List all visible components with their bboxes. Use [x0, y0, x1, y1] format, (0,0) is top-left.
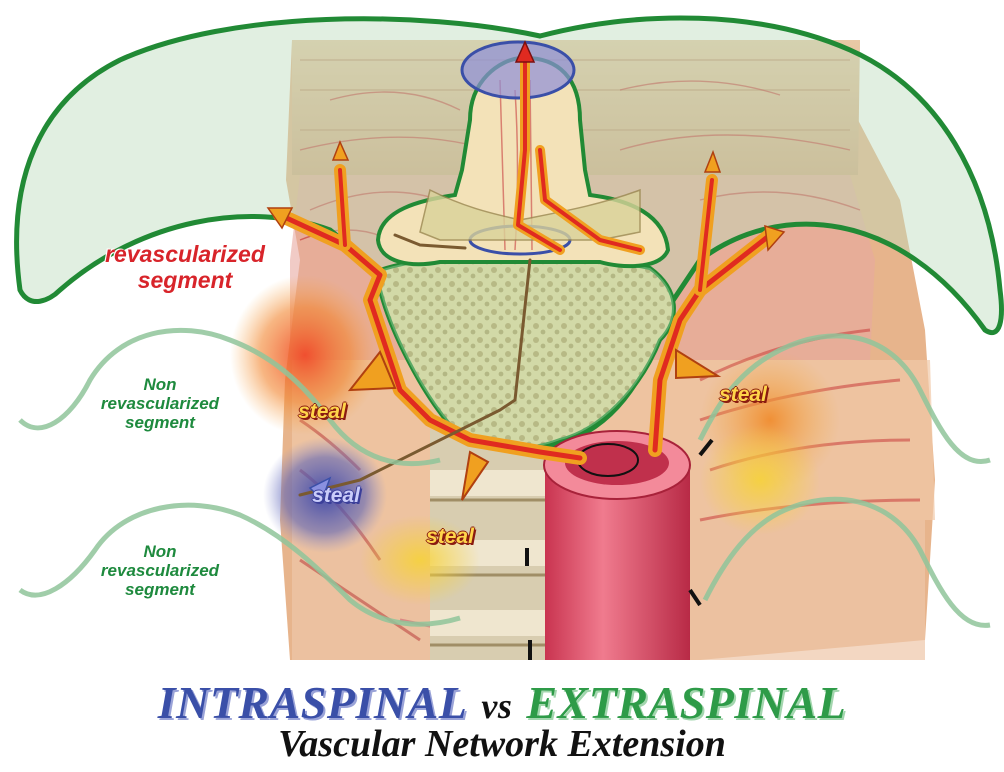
steal-label-right: steal	[703, 383, 783, 407]
revascularized-segment-label: revascularized segment	[60, 242, 310, 294]
label-line: segment	[60, 413, 260, 432]
label-line: segment	[60, 268, 310, 294]
non-revascularized-segment-label-1: Non revascularized segment	[60, 375, 260, 432]
steal-label-bottom: steal	[410, 525, 490, 549]
subtitle: Vascular Network Extension	[0, 722, 1004, 766]
steal-label-blue: steal	[296, 484, 376, 508]
dural-ring-top	[462, 42, 574, 98]
label-line: Non	[60, 375, 260, 394]
yellow-zone-right	[700, 425, 820, 535]
label-line: revascularized	[60, 394, 260, 413]
label-line: segment	[60, 580, 260, 599]
label-line: revascularized	[60, 561, 260, 580]
aorta	[544, 431, 690, 660]
label-line: Non	[60, 542, 260, 561]
steal-label-left: steal	[282, 400, 362, 424]
vs-text: vs	[481, 686, 512, 726]
non-revascularized-segment-label-2: Non revascularized segment	[60, 542, 260, 599]
extraspinal-title: EXTRASPINAL	[526, 677, 846, 728]
intraspinal-title: INTRASPINAL	[158, 677, 468, 728]
label-line: revascularized	[60, 242, 310, 268]
